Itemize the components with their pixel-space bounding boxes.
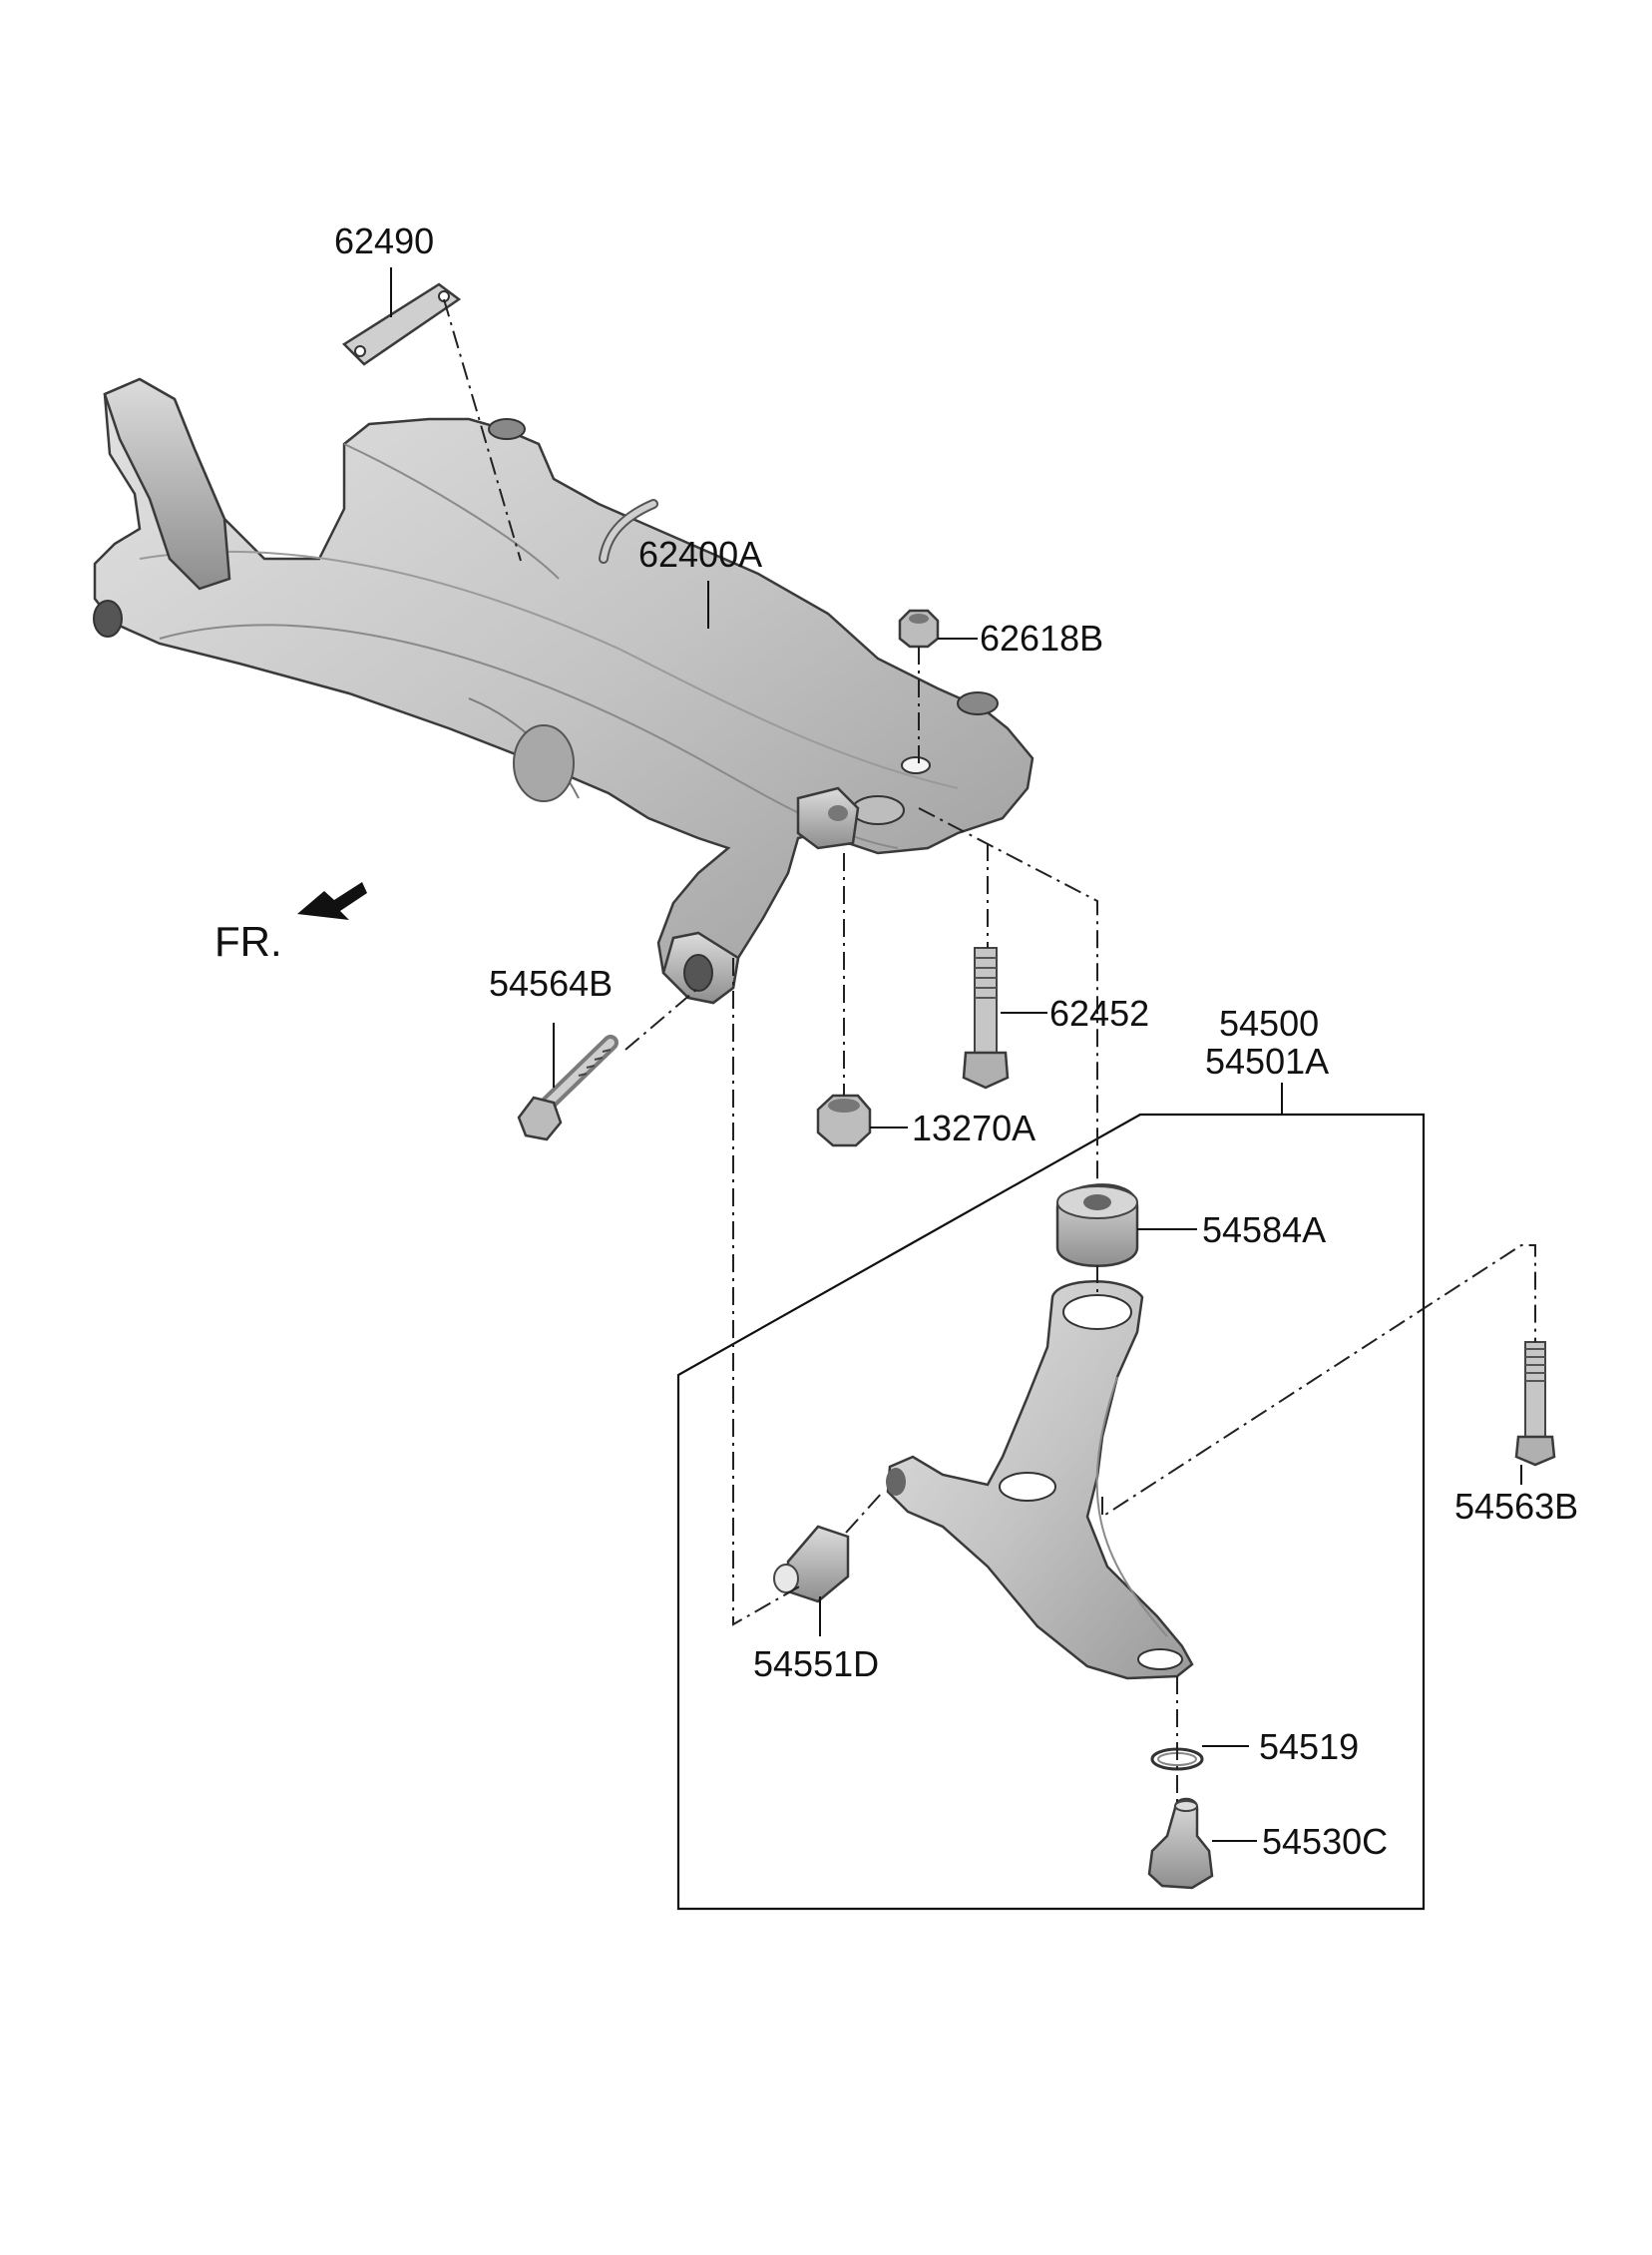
nut-13270A[interactable]: [816, 1094, 872, 1147]
label-54530C: 54530C: [1262, 1821, 1388, 1862]
assembly-frame-54500: [676, 1113, 1426, 1911]
label-62618B: 62618B: [980, 618, 1103, 659]
bolt-54563B[interactable]: [1514, 1341, 1556, 1467]
bolt-62452[interactable]: [962, 947, 1010, 1090]
lower-control-arm[interactable]: [886, 1280, 1194, 1680]
part-labels: 62490 62400A 62618B 54564B 62452 54500 5…: [334, 221, 1578, 1862]
nut-62618B[interactable]: [898, 609, 940, 649]
bolt-54564B[interactable]: [517, 1035, 619, 1141]
front-indicator-text: FR.: [214, 918, 282, 965]
leader-lines: [390, 267, 1522, 1842]
label-62400A: 62400A: [638, 534, 762, 575]
bushing-54584A[interactable]: [1055, 1183, 1139, 1267]
label-54551D: 54551D: [753, 1643, 879, 1684]
front-arrow-icon: [297, 882, 367, 920]
label-62490: 62490: [334, 221, 434, 261]
ball-joint-54530C[interactable]: [1147, 1797, 1214, 1890]
label-54584A: 54584A: [1202, 1209, 1326, 1250]
label-54563B: 54563B: [1454, 1486, 1578, 1527]
front-indicator: FR.: [214, 882, 367, 965]
label-62452: 62452: [1049, 993, 1149, 1034]
alignment-lines: [443, 298, 1536, 1806]
label-54501A: 54501A: [1205, 1041, 1329, 1082]
label-54500: 54500: [1219, 1003, 1319, 1044]
bushing-54551D[interactable]: [773, 1525, 850, 1603]
label-54564B: 54564B: [489, 963, 613, 1004]
crossmember-62400A[interactable]: [93, 377, 1034, 1005]
label-54519: 54519: [1259, 1726, 1359, 1767]
bracket-plate-62490[interactable]: [342, 282, 462, 366]
label-13270A: 13270A: [912, 1108, 1035, 1148]
